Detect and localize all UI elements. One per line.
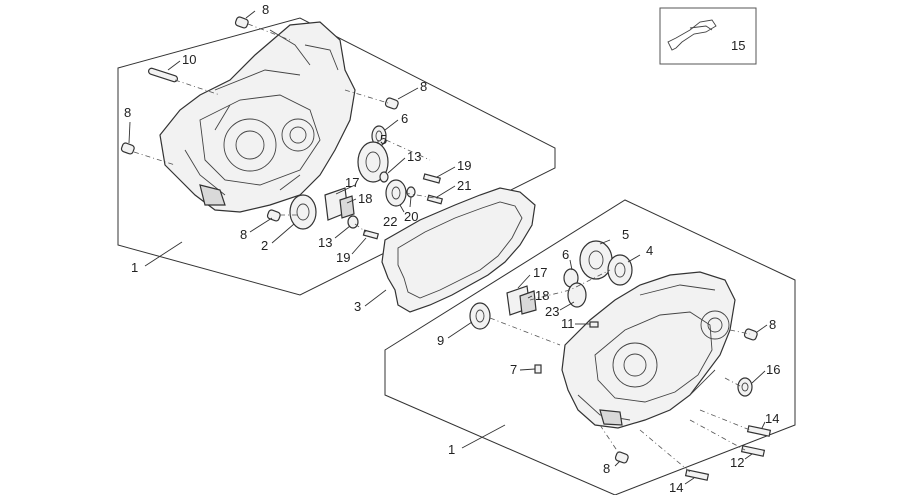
callout-3: 3 <box>354 299 361 314</box>
callout-2: 2 <box>261 238 268 253</box>
inset-part-15 <box>659 7 757 65</box>
callout-14-right: 14 <box>765 411 779 426</box>
right-crankcase-half <box>561 271 736 429</box>
callout-labels: 8 10 8 8 6 5 13 19 17 18 21 22 20 8 2 13… <box>124 2 780 495</box>
right-crankcase-panel <box>384 199 796 495</box>
callout-17-upper: 17 <box>345 175 359 190</box>
callout-5-upper: 5 <box>380 132 387 147</box>
left-crankcase-half <box>159 21 356 213</box>
callout-10: 10 <box>182 52 196 67</box>
callout-8-lower-left: 8 <box>240 227 247 242</box>
wire-clip-icon <box>667 19 717 51</box>
callout-8-right: 8 <box>769 317 776 332</box>
callout-18-lower: 18 <box>535 288 549 303</box>
left-crankcase-panel <box>117 17 556 296</box>
callout-19-upper: 19 <box>457 158 471 173</box>
callout-8-mid: 8 <box>420 79 427 94</box>
callout-21: 21 <box>457 178 471 193</box>
callout-20: 20 <box>404 209 418 224</box>
callout-6-lower: 6 <box>562 247 569 262</box>
gasket <box>381 187 536 313</box>
callout-22: 22 <box>383 214 397 229</box>
callout-8-left: 8 <box>124 105 131 120</box>
callout-18-upper: 18 <box>358 191 372 206</box>
callout-13-upper: 13 <box>407 149 421 164</box>
callout-9: 9 <box>437 333 444 348</box>
callout-15: 15 <box>731 38 745 53</box>
callout-13-lower: 13 <box>318 235 332 250</box>
callout-19-lower: 19 <box>336 250 350 265</box>
callout-12: 12 <box>730 455 744 470</box>
callout-1-upper: 1 <box>131 260 138 275</box>
callout-14-bottom: 14 <box>669 480 683 495</box>
alignment-lines <box>133 23 751 473</box>
callout-23: 23 <box>545 304 559 319</box>
leader-lines <box>128 10 768 485</box>
callout-8-bottom: 8 <box>603 461 610 476</box>
callout-5-lower: 5 <box>622 227 629 242</box>
callout-6-upper: 6 <box>401 111 408 126</box>
callout-1-lower: 1 <box>448 442 455 457</box>
callout-11: 11 <box>561 316 575 331</box>
callout-7: 7 <box>510 362 517 377</box>
callout-4: 4 <box>646 243 653 258</box>
small-parts <box>120 16 772 481</box>
callout-17-lower: 17 <box>533 265 547 280</box>
callout-16: 16 <box>766 362 780 377</box>
callout-8-top: 8 <box>262 2 269 17</box>
